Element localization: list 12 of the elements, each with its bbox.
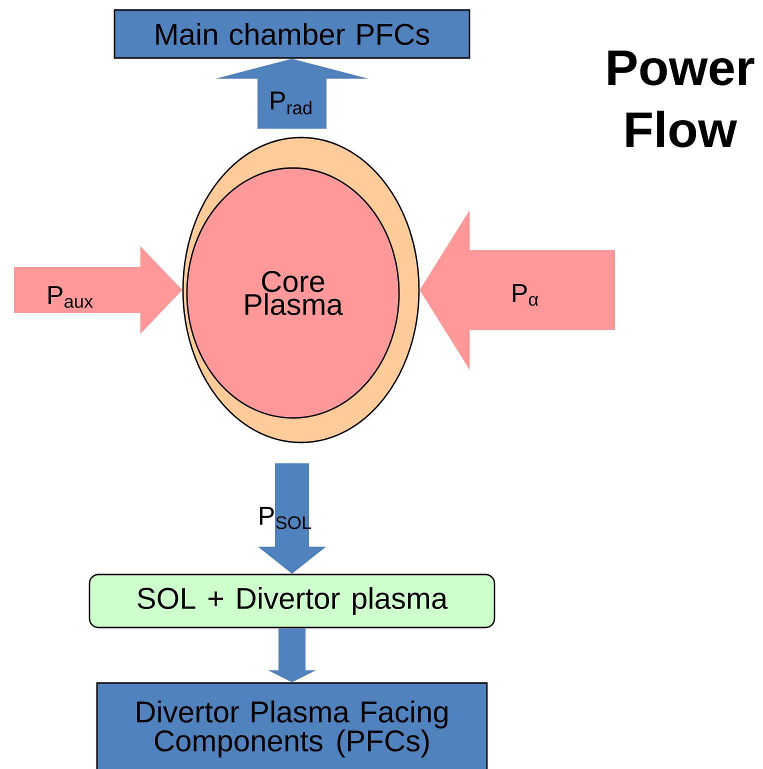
edge-label: P$_{aux}$ [48,286,93,308]
target-box: Divertor Plasma Facing Components (PFCs) [96,682,488,769]
block-arrow [258,463,326,574]
block-arrow [268,628,316,682]
block-arrow [216,58,368,129]
block-arrow [420,210,615,370]
title: Power Flow [608,50,754,148]
edge-label: P$_{α}$ [512,284,538,306]
divertor-plasma-box: SOL + Divertor plasma [88,574,496,628]
edge-label: P$_{rad}$ [271,92,312,114]
block-arrow [14,246,182,334]
target-box: Main chamber PFCs [114,9,470,59]
